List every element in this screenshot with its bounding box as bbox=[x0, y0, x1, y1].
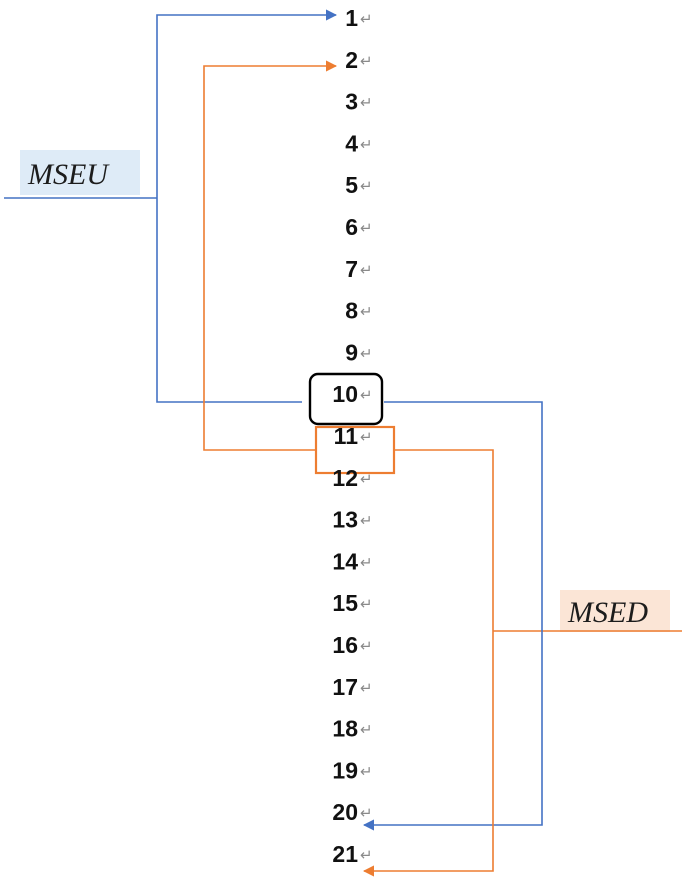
sequence-item-number: 9 bbox=[345, 339, 358, 365]
return-mark-icon: ↵ bbox=[360, 553, 373, 571]
return-mark-icon: ↵ bbox=[360, 762, 373, 780]
sequence-item-number: 1 bbox=[345, 5, 358, 31]
return-mark-icon: ↵ bbox=[360, 470, 373, 488]
return-mark-icon: ↵ bbox=[360, 52, 373, 70]
sequence-item: 12↵ bbox=[332, 465, 372, 491]
return-mark-icon: ↵ bbox=[360, 94, 373, 112]
msed-arrow-to-last bbox=[362, 449, 494, 877]
mseu-label-text: MSEU bbox=[27, 158, 110, 191]
return-mark-icon: ↵ bbox=[360, 303, 373, 321]
sequence-item-number: 21 bbox=[332, 841, 358, 867]
sequence-item: 16↵ bbox=[332, 632, 372, 658]
sequence-item: 10↵ bbox=[332, 381, 372, 407]
sequence-item-number: 20 bbox=[332, 799, 358, 825]
current-item-box bbox=[308, 372, 384, 426]
msed-label-background bbox=[560, 590, 670, 632]
sequence-item: 7↵ bbox=[345, 256, 372, 282]
sequence-item-number: 13 bbox=[332, 507, 358, 533]
return-mark-icon: ↵ bbox=[360, 219, 373, 237]
sequence-item-number: 18 bbox=[332, 716, 358, 742]
sequence-item-number: 6 bbox=[345, 214, 358, 240]
mseu-label: MSEU bbox=[4, 150, 157, 199]
sequence-item: 21↵ bbox=[332, 841, 372, 867]
sequence-item: 5↵ bbox=[345, 172, 372, 198]
return-mark-icon: ↵ bbox=[360, 177, 373, 195]
sequence-list: 1↵2↵3↵4↵5↵6↵7↵8↵9↵10↵11↵12↵13↵14↵15↵16↵1… bbox=[332, 5, 372, 867]
return-mark-icon: ↵ bbox=[360, 428, 373, 446]
return-mark-icon: ↵ bbox=[360, 261, 373, 279]
sequence-item-number: 10 bbox=[332, 381, 358, 407]
sequence-item: 15↵ bbox=[332, 590, 372, 616]
return-mark-icon: ↵ bbox=[360, 512, 373, 530]
msed-arrow-to-twentieth bbox=[362, 401, 543, 831]
sequence-item: 1↵ bbox=[345, 5, 372, 31]
msed-label-text: MSED bbox=[567, 596, 648, 629]
sequence-item-number: 4 bbox=[345, 130, 358, 156]
sequence-item-number: 15 bbox=[332, 590, 358, 616]
sequence-item-number: 3 bbox=[345, 89, 358, 115]
mseu-label-background bbox=[20, 150, 140, 195]
sequence-item: 6↵ bbox=[345, 214, 372, 240]
sequence-item: 4↵ bbox=[345, 130, 372, 156]
msed-label: MSED bbox=[493, 590, 682, 632]
sequence-item: 19↵ bbox=[332, 757, 372, 783]
return-mark-icon: ↵ bbox=[360, 721, 373, 739]
return-mark-icon: ↵ bbox=[360, 804, 373, 822]
sequence-item: 8↵ bbox=[345, 298, 372, 324]
return-mark-icon: ↵ bbox=[360, 344, 373, 362]
return-mark-icon: ↵ bbox=[360, 135, 373, 153]
sequence-item: 2↵ bbox=[345, 47, 372, 73]
sequence-item: 11↵ bbox=[334, 423, 373, 449]
sequence-item-number: 16 bbox=[332, 632, 358, 658]
return-mark-icon: ↵ bbox=[360, 10, 373, 28]
return-mark-icon: ↵ bbox=[360, 679, 373, 697]
mseu-arrow-to-first bbox=[156, 9, 338, 403]
sequence-item-number: 14 bbox=[332, 548, 358, 574]
sequence-item-number: 17 bbox=[332, 674, 358, 700]
sequence-item: 18↵ bbox=[332, 716, 372, 742]
return-mark-icon: ↵ bbox=[360, 637, 373, 655]
sequence-item-number: 11 bbox=[334, 423, 359, 449]
return-mark-icon: ↵ bbox=[360, 595, 373, 613]
next-item-box bbox=[314, 425, 396, 475]
sequence-item-number: 7 bbox=[345, 256, 358, 282]
return-mark-icon: ↵ bbox=[360, 386, 373, 404]
sequence-item: 9↵ bbox=[345, 339, 372, 365]
sequence-item-number: 8 bbox=[345, 298, 358, 324]
sequence-item: 3↵ bbox=[345, 89, 372, 115]
sequence-item: 14↵ bbox=[332, 548, 372, 574]
sequence-item: 17↵ bbox=[332, 674, 372, 700]
sequence-item-number: 12 bbox=[332, 465, 358, 491]
sequence-item: 13↵ bbox=[332, 507, 372, 533]
sequence-item: 20↵ bbox=[332, 799, 372, 825]
mseu-arrow-to-second bbox=[203, 60, 338, 451]
sequence-item-number: 5 bbox=[345, 172, 358, 198]
return-mark-icon: ↵ bbox=[360, 846, 373, 864]
sequence-item-number: 2 bbox=[345, 47, 358, 73]
sequence-item-number: 19 bbox=[332, 757, 358, 783]
